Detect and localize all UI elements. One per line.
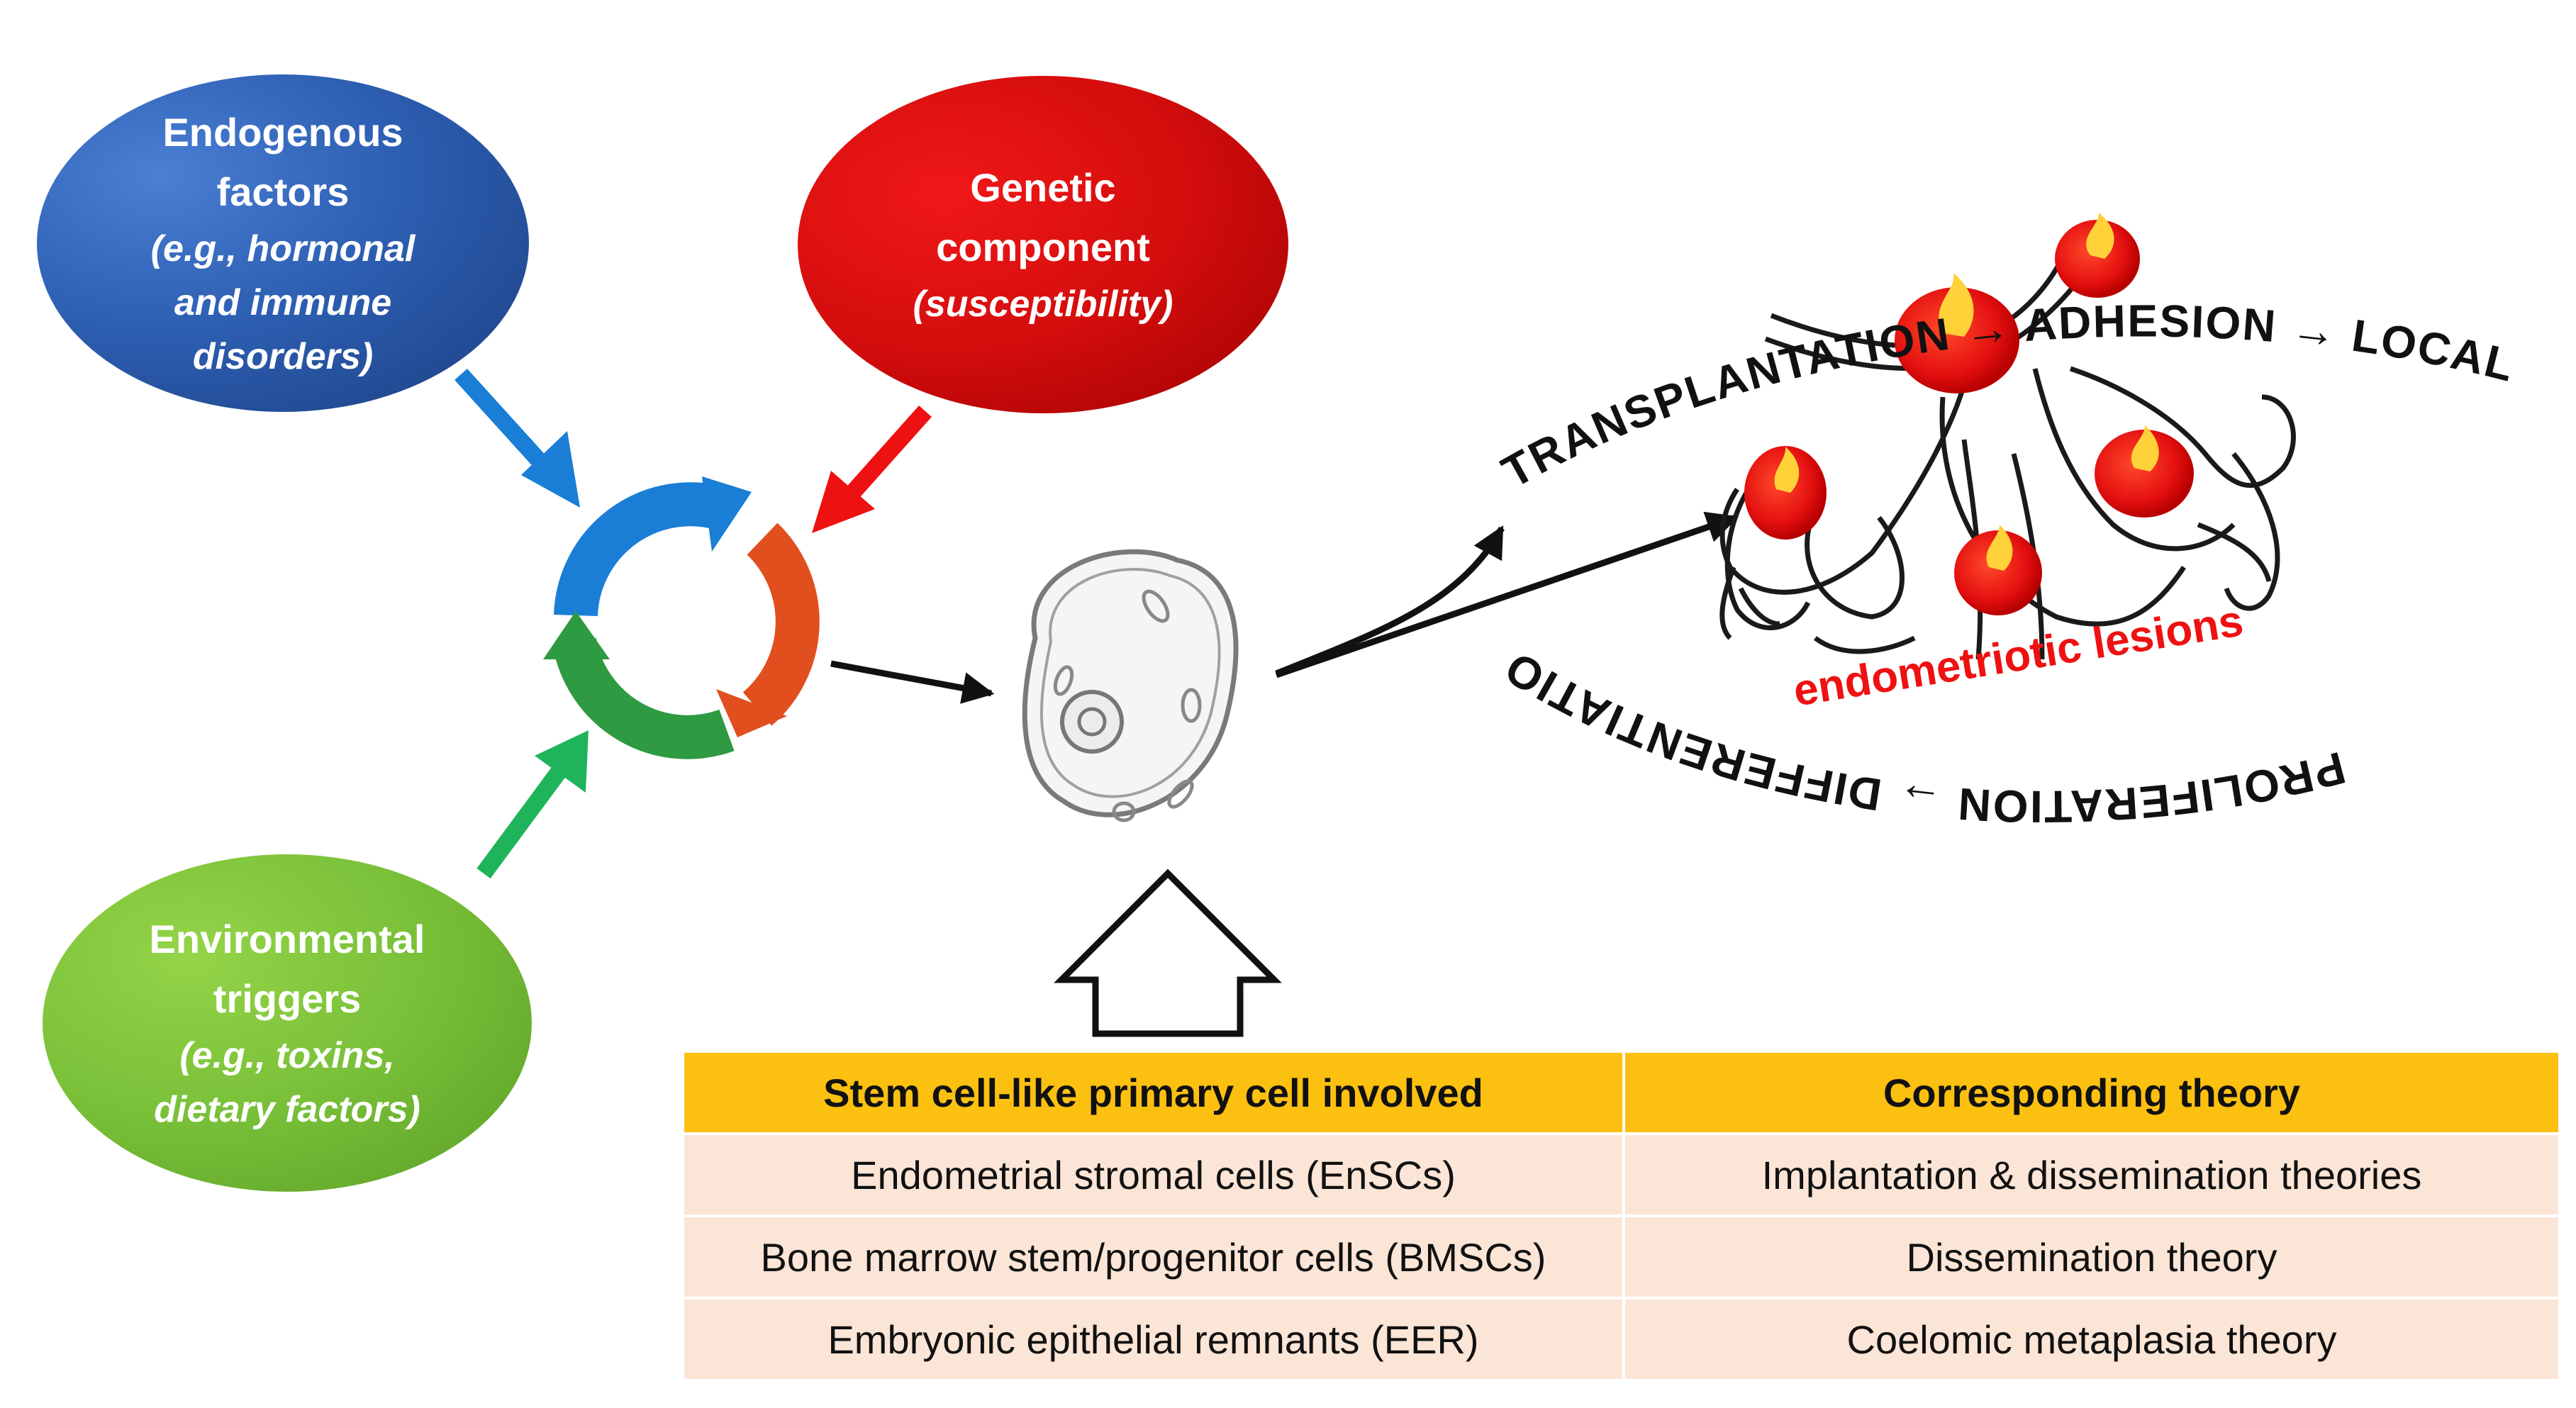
environmental-sub-2: dietary factors) — [154, 1089, 420, 1130]
endogenous-title-1: Endogenous — [162, 110, 403, 155]
cycle-icon — [543, 476, 820, 759]
endogenous-arrow — [455, 368, 580, 508]
endogenous-title-2: factors — [216, 169, 350, 214]
cell-to-lesions-arrow — [1275, 511, 1739, 678]
endogenous-sub-2: and immune — [174, 282, 392, 323]
up-outline-arrow — [1054, 868, 1282, 1037]
cycle-to-cell-arrow — [830, 660, 995, 704]
environmental-title-2: triggers — [213, 976, 362, 1021]
table-header-cell: Stem cell-like primary cell involved — [684, 1053, 1625, 1135]
genetic-arrow — [812, 406, 932, 533]
environmental-triggers-ellipse: Environmental triggers (e.g., toxins, di… — [43, 854, 532, 1192]
table-cell: Dissemination theory — [1624, 1216, 2561, 1300]
table-cell: Coelomic metaplasia theory — [1624, 1298, 2561, 1382]
endogenous-sub-3: disorders) — [192, 336, 374, 377]
table-cell: Endometrial stromal cells (EnSCs) — [684, 1134, 1625, 1217]
table-header-row: Stem cell-like primary cell involved Cor… — [684, 1053, 2561, 1135]
environmental-title-1: Environmental — [149, 917, 425, 961]
stem-cell-icon — [1022, 549, 1239, 822]
table-cell: Implantation & dissemination theories — [1624, 1134, 2561, 1217]
genetic-sub-1: (susceptibility) — [913, 284, 1173, 325]
environmental-sub-1: (e.g., toxins, — [179, 1035, 395, 1076]
table-cell: Embryonic epithelial remnants (EER) — [684, 1298, 1625, 1382]
table-row: Endometrial stromal cells (EnSCs) Implan… — [684, 1134, 2561, 1217]
uterus-sketch — [1719, 233, 2296, 660]
lesions — [1744, 213, 2194, 615]
genetic-title-1: Genetic — [970, 165, 1116, 210]
table-header-cell: Corresponding theory — [1624, 1053, 2561, 1135]
cell-to-ring-arrow — [1275, 525, 1505, 677]
genetic-component-ellipse: Genetic component (susceptibility) — [798, 76, 1288, 413]
table-row: Bone marrow stem/progenitor cells (BMSCs… — [684, 1216, 2561, 1300]
table-row: Embryonic epithelial remnants (EER) Coel… — [684, 1298, 2561, 1382]
table-cell: Bone marrow stem/progenitor cells (BMSCs… — [684, 1216, 1625, 1300]
theory-table: Stem cell-like primary cell involved Cor… — [684, 1053, 2561, 1382]
process-ring-top: TRANSPLANTATION → ADHESION → LOCAL INVAS… — [0, 0, 2519, 498]
genetic-title-2: component — [936, 225, 1150, 269]
endogenous-factors-ellipse: Endogenous factors (e.g., hormonal and i… — [37, 74, 529, 412]
environmental-arrow — [476, 730, 589, 879]
endogenous-sub-1: (e.g., hormonal — [150, 228, 416, 269]
